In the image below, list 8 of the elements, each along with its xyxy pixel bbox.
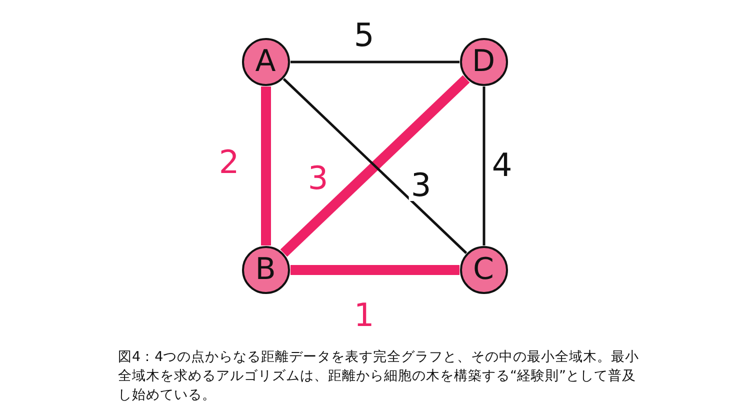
vertex-circle: D (460, 38, 508, 86)
caption: 図4：4つの点からなる距離データを表す完全グラフと、その中の最小全域木。最小全域木を求めるアルゴリズムは、距離から細胞の木を構築する“経験則”として普及し始めている。 (118, 348, 640, 405)
edge-line (290, 60, 460, 64)
edge-line (290, 265, 460, 275)
vertex-circle: C (460, 246, 508, 294)
vertex-circle: A (242, 38, 290, 86)
edge-line (261, 86, 271, 246)
vertex-circle: B (242, 246, 290, 294)
